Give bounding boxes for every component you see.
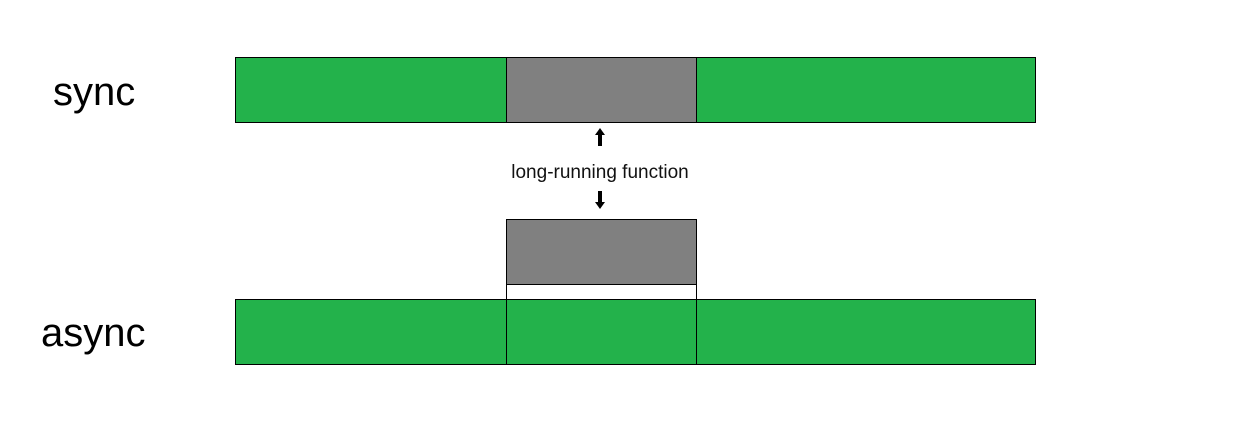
sync-main-thread-segment bbox=[696, 57, 1036, 123]
sync-long-running-function-block bbox=[506, 57, 697, 123]
async-main-thread-segment bbox=[235, 299, 507, 365]
arrow-down-icon bbox=[595, 191, 605, 209]
sync-main-thread-segment bbox=[235, 57, 507, 123]
sync-row-label: sync bbox=[53, 70, 136, 114]
async-offload-gap bbox=[506, 284, 697, 300]
long-running-function-label: long-running function bbox=[511, 162, 689, 183]
async-main-thread-segment bbox=[696, 299, 1036, 365]
arrow-up-icon bbox=[595, 128, 605, 146]
async-long-running-function-block bbox=[506, 219, 697, 285]
async-row-label: async bbox=[41, 311, 146, 355]
async-main-thread-segment bbox=[506, 299, 697, 365]
